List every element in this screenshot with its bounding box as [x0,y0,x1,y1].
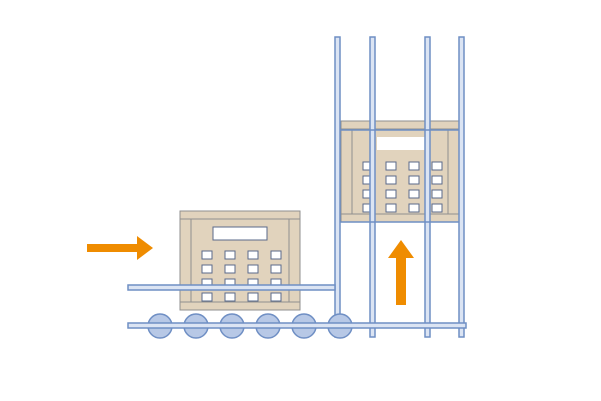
keypad-key [201,292,213,302]
keypad-key [385,203,397,213]
keypad-key [431,175,443,185]
keypad-key [247,250,259,260]
arrows-layer [87,236,414,305]
keypad-key [408,161,420,171]
keypad-key [247,292,259,302]
keypad-key [270,292,282,302]
keypad-key [385,175,397,185]
keypad-key [431,189,443,199]
conveyor-layer [127,284,467,339]
keypad-key [201,264,213,274]
lift-post [458,36,465,338]
crate-display-screen [212,226,268,241]
lift-crate-display-gap [377,137,429,150]
crates-layer [179,120,460,311]
conveyor-upper-rail [127,284,336,291]
keypad-key [385,189,397,199]
keypad-key [270,264,282,274]
keypad-key [201,250,213,260]
keypad-key [385,161,397,171]
keypad-key [431,203,443,213]
crate-body [179,210,301,311]
keypad-key [408,189,420,199]
keypad-key [408,175,420,185]
keypad-key [224,264,236,274]
keypad-key [247,264,259,274]
lift-layer [334,36,465,338]
lift-post [369,36,376,338]
crate-on-conveyor [179,210,301,311]
keypad-key [431,161,443,171]
arrow-up-icon [388,240,414,305]
keypad-key [270,250,282,260]
lift-post [334,36,341,338]
lift-post [424,36,431,338]
keypad-key [408,203,420,213]
crate-on-lift [340,120,460,223]
conveyor-base-rail [127,322,467,329]
arrow-right-icon [87,236,153,260]
keypad-key [224,292,236,302]
keypad-key [224,250,236,260]
